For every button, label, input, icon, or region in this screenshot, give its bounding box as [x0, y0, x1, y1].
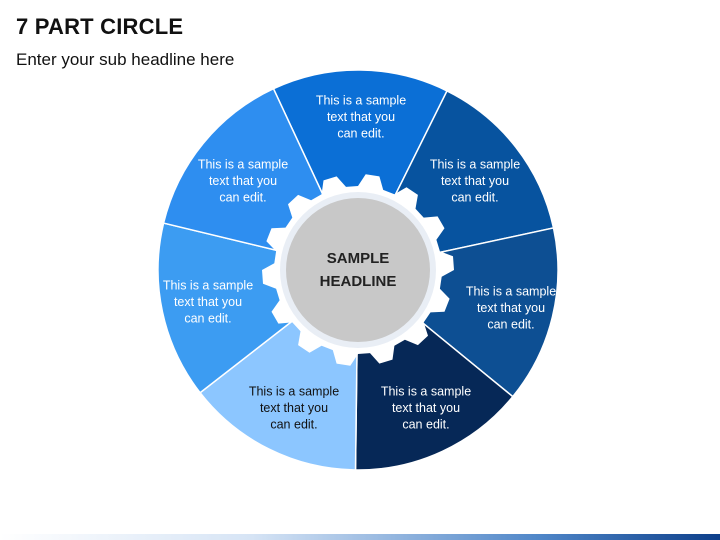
- segment-5-text-line-3: can edit.: [270, 418, 317, 432]
- center-circle: [286, 198, 430, 342]
- segment-3-text-line-1: This is a sample: [466, 285, 556, 299]
- segment-5-text-line-2: text that you: [260, 401, 328, 415]
- segment-1: [272, 69, 449, 272]
- segment-7-text-line-3: can edit.: [219, 191, 266, 205]
- segment-4-text-line-2: text that you: [392, 401, 460, 415]
- page-title: 7 PART CIRCLE: [16, 14, 184, 39]
- segment-5-text-line-1: This is a sample: [249, 385, 339, 399]
- segment-4-text-line-3: can edit.: [402, 418, 449, 432]
- segment-7-text-line-2: text that you: [209, 174, 277, 188]
- segment-3-text-line-3: can edit.: [487, 318, 534, 332]
- segment-1-text-line-1: This is a sample: [316, 94, 406, 108]
- segment-7-text-line-1: This is a sample: [198, 158, 288, 172]
- segment-2-text-line-1: This is a sample: [430, 158, 520, 172]
- segment-6-text-line-1: This is a sample: [163, 279, 253, 293]
- center-headline-line2: HEADLINE: [320, 273, 397, 290]
- center-headline-line1: SAMPLE: [327, 250, 390, 267]
- segment-4-text-line-1: This is a sample: [381, 385, 471, 399]
- segment-6-text-line-3: can edit.: [184, 312, 231, 326]
- segment-1-text-line-2: text that you: [327, 110, 395, 124]
- segments-layer: [157, 69, 559, 471]
- footer-gradient-bar: [0, 534, 720, 540]
- segment-2-text-line-3: can edit.: [451, 191, 498, 205]
- segment-3-text-line-2: text that you: [477, 301, 545, 315]
- segment-1-text-line-3: can edit.: [337, 127, 384, 141]
- segment-text-layer: This is a sample text that you can edit. Th…: [163, 94, 556, 432]
- page-subtitle: Enter your sub headline here: [16, 50, 235, 69]
- segment-6-text-line-2: text that you: [174, 295, 242, 309]
- segment-2-text-line-2: text that you: [441, 174, 509, 188]
